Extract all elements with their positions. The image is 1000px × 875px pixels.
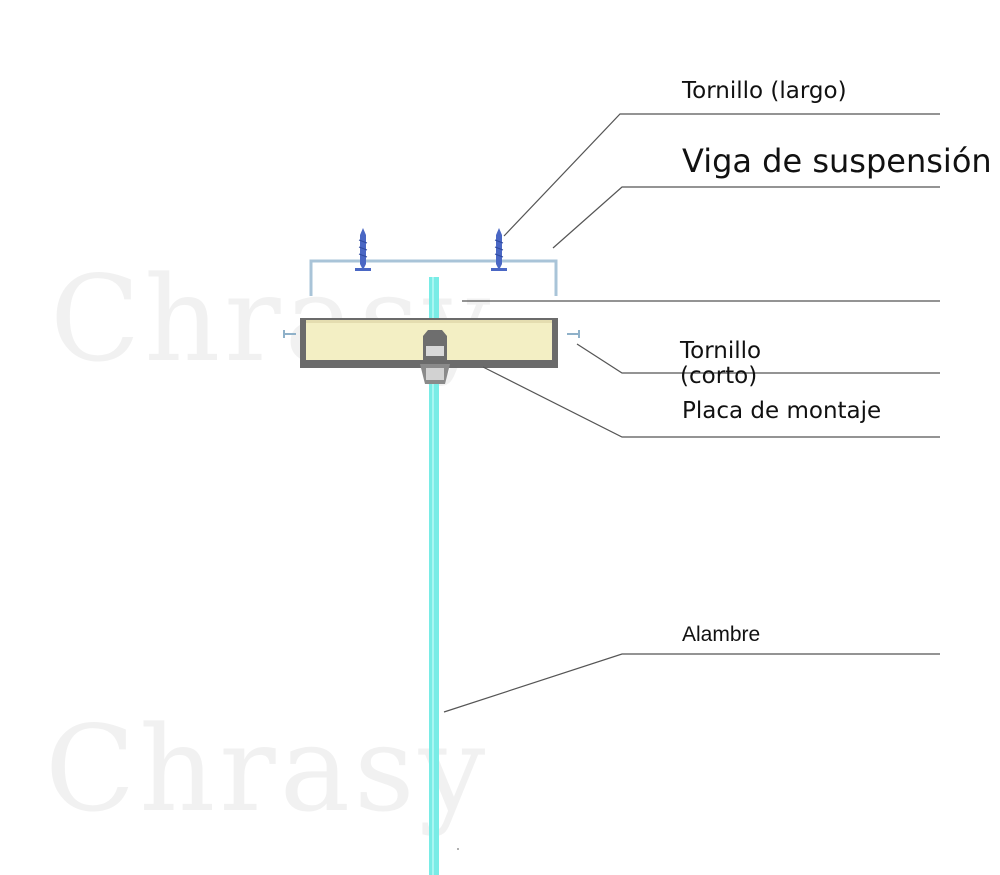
label-wire: Alambre — [682, 623, 761, 646]
label-mounting-plate: Placa de montaje — [682, 398, 882, 424]
leader-lines — [443, 113, 940, 713]
leader-beam — [552, 186, 940, 249]
label-screw-long: Tornillo (largo) — [682, 78, 847, 104]
short-screw-right — [567, 330, 580, 338]
wire-gripper — [420, 330, 450, 384]
watermark-bottom: Chrasy — [45, 700, 490, 838]
leader-plate — [482, 366, 940, 438]
leader-screw-short — [576, 343, 940, 374]
leader-screw-long — [503, 113, 940, 237]
label-screw-short: Tornillo (corto) — [680, 338, 762, 390]
label-suspension-beam: Viga de suspensión — [682, 142, 992, 180]
long-screw-right — [491, 228, 507, 271]
long-screw-left — [355, 228, 371, 271]
short-screw-left — [283, 330, 296, 338]
leader-wire — [443, 653, 940, 713]
suspension-beam — [309, 259, 558, 296]
wire — [429, 277, 439, 875]
